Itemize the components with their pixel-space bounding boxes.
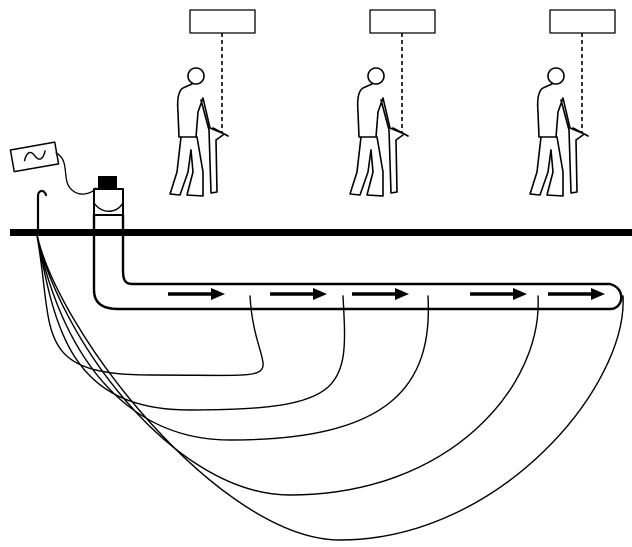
return-current-curve bbox=[35, 229, 346, 411]
transmitter bbox=[9, 141, 97, 231]
operator bbox=[529, 9, 616, 197]
flow-arrow bbox=[352, 288, 409, 300]
transmitter-cable bbox=[55, 152, 97, 195]
person-with-locator-icon bbox=[529, 67, 589, 197]
flow-arrow bbox=[470, 288, 527, 300]
locator-display-box bbox=[549, 9, 616, 34]
return-current-paths bbox=[35, 229, 624, 541]
ground-surface-line bbox=[10, 229, 632, 236]
operator bbox=[169, 9, 256, 197]
ground-stake bbox=[36, 189, 48, 231]
flow-arrow bbox=[168, 288, 225, 300]
locator-display-box bbox=[189, 9, 256, 34]
locator-display-box bbox=[369, 9, 436, 34]
underground-pipe bbox=[92, 213, 623, 311]
current-flow-arrows bbox=[168, 288, 605, 300]
ac-source-icon bbox=[9, 141, 60, 173]
return-current-curve bbox=[35, 229, 539, 496]
return-current-curve bbox=[35, 229, 624, 541]
operators bbox=[169, 9, 616, 197]
person-with-locator-icon bbox=[349, 67, 409, 197]
wellhead-clamp bbox=[98, 176, 117, 190]
wellhead bbox=[93, 176, 124, 216]
flow-arrow bbox=[548, 288, 605, 300]
return-current-curve bbox=[35, 229, 430, 441]
operator bbox=[349, 9, 436, 197]
return-current-curve bbox=[35, 229, 264, 377]
person-with-locator-icon bbox=[169, 67, 229, 197]
flow-arrow bbox=[270, 288, 327, 300]
